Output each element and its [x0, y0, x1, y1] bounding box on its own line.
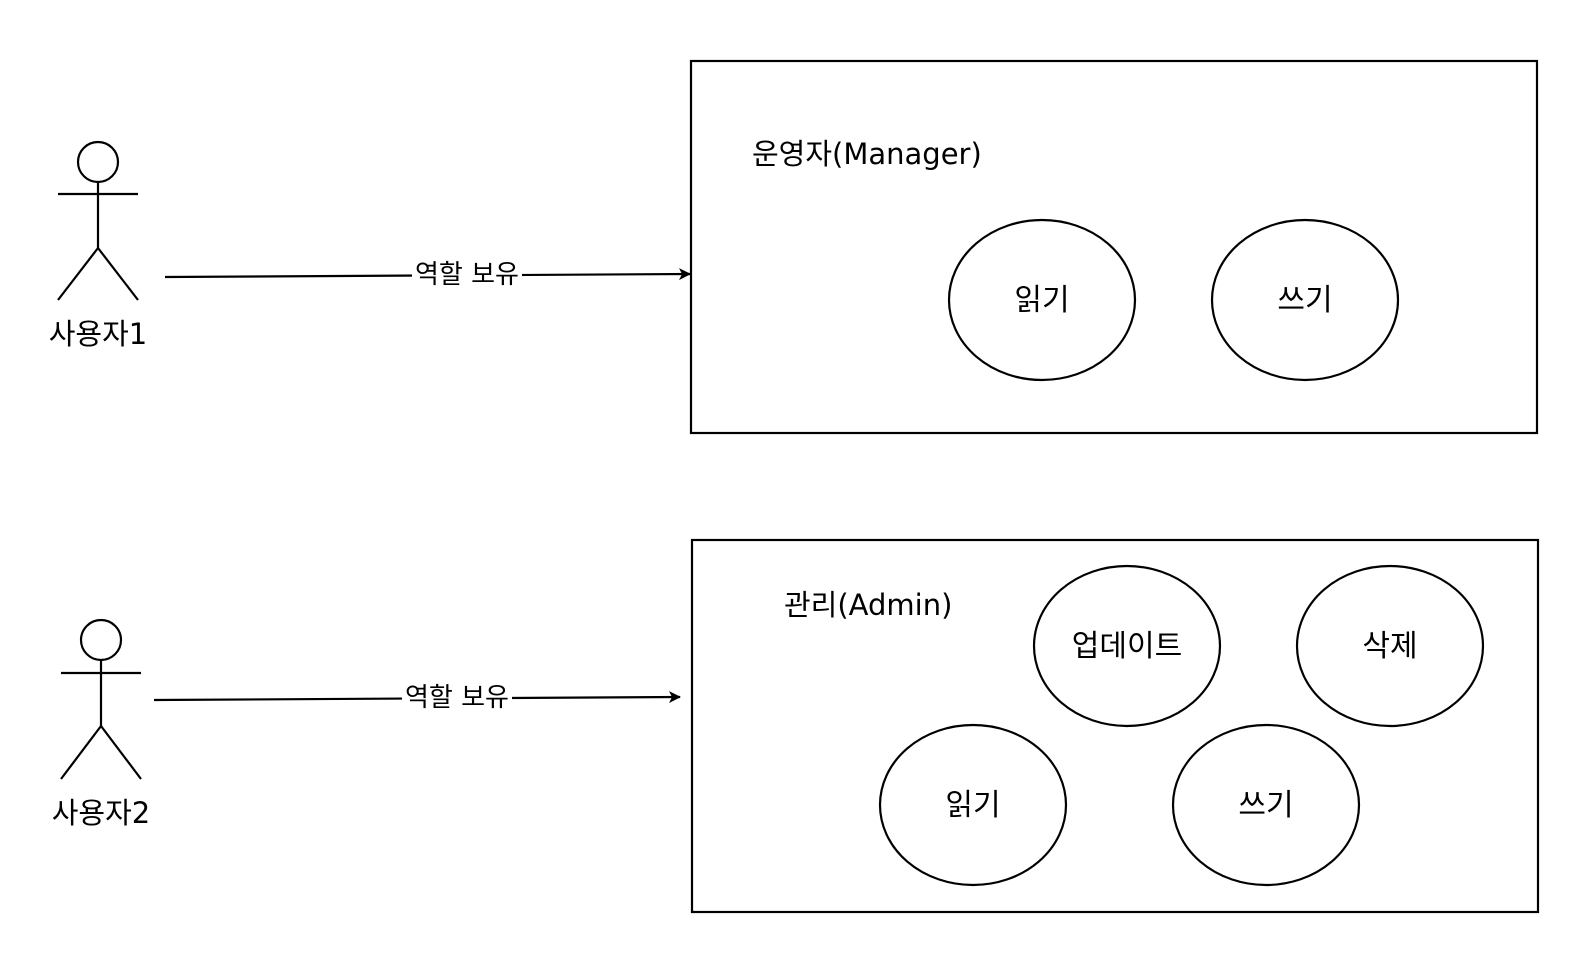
role-manager-title: 운영자(Manager) — [752, 137, 982, 171]
permission-manager-read-ellipse — [947, 218, 1137, 382]
role-admin[interactable]: 관리(Admin) 업데이트 삭제 읽기 쓰기 — [690, 538, 1540, 914]
edge-user1-manager[interactable]: 역할 보유 — [164, 258, 691, 290]
actor-user2-figure-icon — [60, 618, 142, 780]
permission-admin-update-label: 업데이트 — [1072, 629, 1182, 664]
permission-admin-delete-ellipse — [1295, 564, 1485, 728]
permission-admin-delete[interactable]: 삭제 — [1295, 564, 1485, 728]
actor-user1-figure-icon — [57, 140, 139, 301]
permission-manager-write-label: 쓰기 — [1277, 283, 1332, 318]
edge-user1-manager-label-bg — [412, 258, 522, 290]
permission-admin-write[interactable]: 쓰기 — [1171, 723, 1361, 887]
permission-admin-read[interactable]: 읽기 — [878, 723, 1068, 887]
permission-admin-write-ellipse — [1171, 723, 1361, 887]
edge-user1-manager-label: 역할 보유 — [415, 260, 519, 290]
permission-admin-read-label: 읽기 — [945, 788, 1000, 823]
permission-admin-update-ellipse — [1032, 564, 1222, 728]
permission-manager-read-label: 읽기 — [1014, 283, 1069, 318]
edge-user2-admin[interactable]: 역할 보유 — [153, 681, 681, 713]
actor-user2[interactable]: 사용자2 — [52, 618, 151, 830]
permission-admin-update[interactable]: 업데이트 — [1032, 564, 1222, 728]
role-admin-title: 관리(Admin) — [784, 588, 952, 622]
permission-manager-read[interactable]: 읽기 — [947, 218, 1137, 382]
actor-user1-label: 사용자1 — [49, 317, 148, 351]
actor-user2-label: 사용자2 — [52, 796, 151, 830]
actor-user1[interactable]: 사용자1 — [49, 140, 148, 351]
edge-user2-admin-label: 역할 보유 — [405, 683, 509, 713]
permission-admin-write-label: 쓰기 — [1238, 788, 1293, 823]
permission-admin-read-ellipse — [878, 723, 1068, 887]
role-manager[interactable]: 운영자(Manager) 읽기 쓰기 — [689, 59, 1539, 435]
role-manager-box — [689, 59, 1539, 435]
edge-user2-admin-label-bg — [402, 681, 512, 713]
permission-manager-write[interactable]: 쓰기 — [1210, 218, 1400, 382]
permission-manager-write-ellipse — [1210, 218, 1400, 382]
permission-admin-delete-label: 삭제 — [1362, 629, 1417, 664]
